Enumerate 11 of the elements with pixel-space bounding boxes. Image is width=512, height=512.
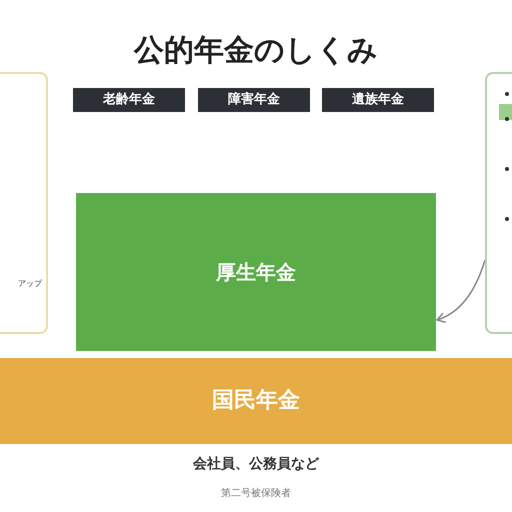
category-label: 遺族年金	[322, 88, 434, 112]
caption-text: 会社員、公務員など	[193, 455, 319, 473]
title: 公的年金のしくみ	[132, 32, 379, 70]
note-text: アップ	[18, 278, 42, 289]
arrow	[436, 260, 486, 323]
pension-block: 厚生年金	[76, 193, 436, 351]
category-label: 障害年金	[198, 88, 310, 112]
category-label: 老齢年金	[73, 88, 185, 112]
pension-band: 国民年金	[0, 358, 512, 444]
info-card	[0, 72, 48, 334]
caption-subtext: 第二号被保険者	[221, 486, 291, 500]
